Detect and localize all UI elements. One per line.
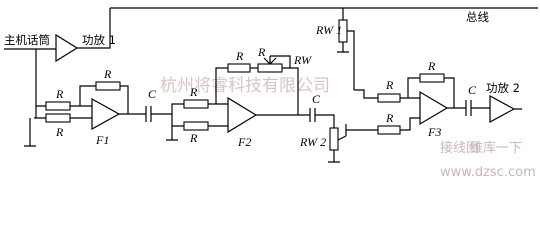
f2-inputs-to-amp — [208, 67, 228, 127]
f3-input-resistor-top-label: R — [385, 78, 394, 92]
f3-inputs-to-amp — [400, 77, 420, 131]
capacitor-2-label: C — [312, 92, 321, 106]
watermark-company: 杭州将睿科技有限公司 — [160, 76, 330, 96]
f3-opamp — [419, 90, 449, 126]
f2-ground-resistor-label: R — [189, 131, 198, 145]
rw-resistor-label: R — [257, 45, 266, 59]
watermark-stamp: 接线图 — [440, 140, 479, 156]
f3-feedback-resistor — [419, 73, 445, 83]
rw2-label: RW 2 — [299, 135, 326, 149]
f3-input-resistor-bottom — [377, 125, 401, 135]
f3-input-wires — [354, 89, 378, 131]
amp1-triangle — [55, 33, 79, 63]
f1-input-resistor — [45, 101, 71, 111]
f1-output — [119, 85, 146, 115]
f2-output — [256, 67, 310, 116]
f3-label: F3 — [427, 125, 441, 139]
f3-input-resistor-top — [377, 93, 401, 103]
capacitor-3-label: C — [468, 83, 477, 97]
f2-input-resistor-label: R — [189, 85, 198, 99]
f2-ground-resistor — [183, 121, 209, 131]
capacitor-3 — [465, 100, 490, 116]
f1-ground-resistor — [45, 113, 71, 123]
rw2-wiring — [328, 124, 354, 163]
f3-feedback-resistor-label: R — [427, 59, 436, 73]
f1-opamp — [91, 97, 121, 131]
capacitor-1 — [145, 106, 162, 122]
bus-label: 总线 — [466, 10, 489, 24]
amp1-label: 功放 1 — [82, 33, 116, 47]
f2-input-wires — [162, 103, 184, 141]
circuit-schematic: 杭州将睿科技有限公司 总线 主机话筒 功放 1 R R R F1 C R R R… — [4, 7, 538, 180]
watermark-site-text: 维库一下 — [470, 140, 522, 156]
f1-ground-resistor-label: R — [55, 125, 64, 139]
f1-inputs-to-amp — [70, 85, 96, 119]
rw1-wiring — [337, 30, 355, 90]
f3-output — [444, 77, 466, 109]
f2-input-resistor — [183, 99, 209, 109]
capacitor-2 — [309, 108, 335, 128]
mic-label: 主机话筒 — [4, 33, 50, 47]
amp2-triangle — [489, 94, 516, 124]
watermark-url: www.dzsc.com — [440, 165, 536, 180]
f1-label: F1 — [95, 133, 109, 147]
mic-wire — [4, 48, 56, 106]
f2-feedback-resistor-label: R — [235, 49, 244, 63]
rw-label: RW — [293, 53, 312, 67]
rw-wiper — [263, 55, 291, 69]
f2-feedback-resistor — [227, 63, 251, 73]
amp2-label: 功放 2 — [486, 81, 520, 95]
rw2-potentiometer — [329, 127, 339, 151]
capacitor-1-label: C — [148, 87, 157, 101]
f1-feedback-resistor-label: R — [103, 67, 112, 81]
f1-input-resistor-label: R — [55, 87, 64, 101]
f1-input-wires — [24, 105, 46, 147]
rw1-label: RW 1 — [315, 23, 342, 37]
f3-input-resistor-bottom-label: R — [385, 111, 394, 125]
rw-potentiometer — [257, 63, 283, 73]
f2-opamp — [227, 96, 258, 134]
f2-label: F2 — [237, 135, 251, 149]
amp1-to-bus — [77, 8, 111, 49]
f1-feedback-resistor — [95, 81, 121, 91]
